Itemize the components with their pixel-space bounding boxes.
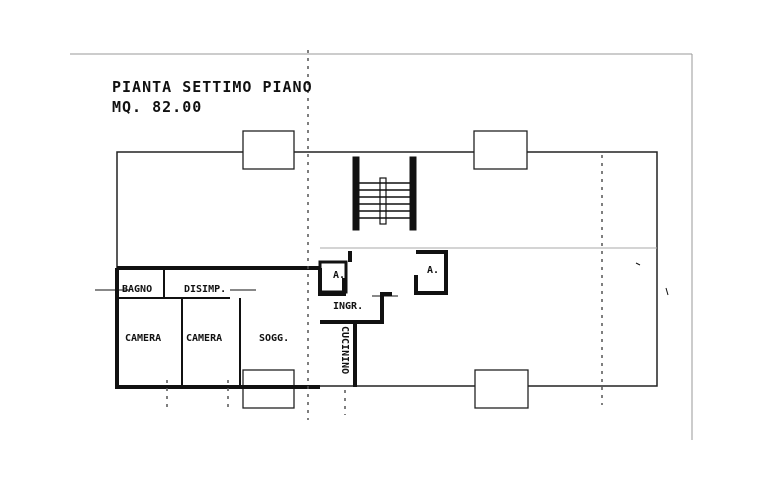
- room-label-camera-1: CAMERA: [125, 333, 162, 344]
- pillar-top-right: [473, 130, 528, 170]
- building-outline: [116, 151, 658, 387]
- room-label-soggiorno: SOGG.: [259, 333, 290, 344]
- pillars: [242, 130, 529, 409]
- apartment-walls: [115, 266, 392, 389]
- column-markers: [166, 50, 603, 420]
- room-label-ingresso: INGR.: [333, 301, 364, 312]
- elevator-label-right: A.: [427, 265, 440, 276]
- pillar-bottom-right: [474, 369, 529, 409]
- plan-area: MQ. 82.00: [112, 98, 203, 116]
- elevator-label-left: A.: [333, 270, 346, 281]
- plan-title: PIANTA SETTIMO PIANO: [112, 78, 313, 96]
- staircase: [352, 156, 417, 231]
- room-label-bagno: BAGNO: [122, 284, 153, 295]
- room-label-disimp: DISIMP.: [184, 284, 227, 295]
- elevator-shafts: [318, 250, 448, 295]
- guide-ticks: [95, 262, 669, 297]
- room-label-camera-2: CAMERA: [186, 333, 223, 344]
- room-label-cucinino: CUCININO: [339, 326, 350, 375]
- pillar-top-left: [242, 130, 295, 170]
